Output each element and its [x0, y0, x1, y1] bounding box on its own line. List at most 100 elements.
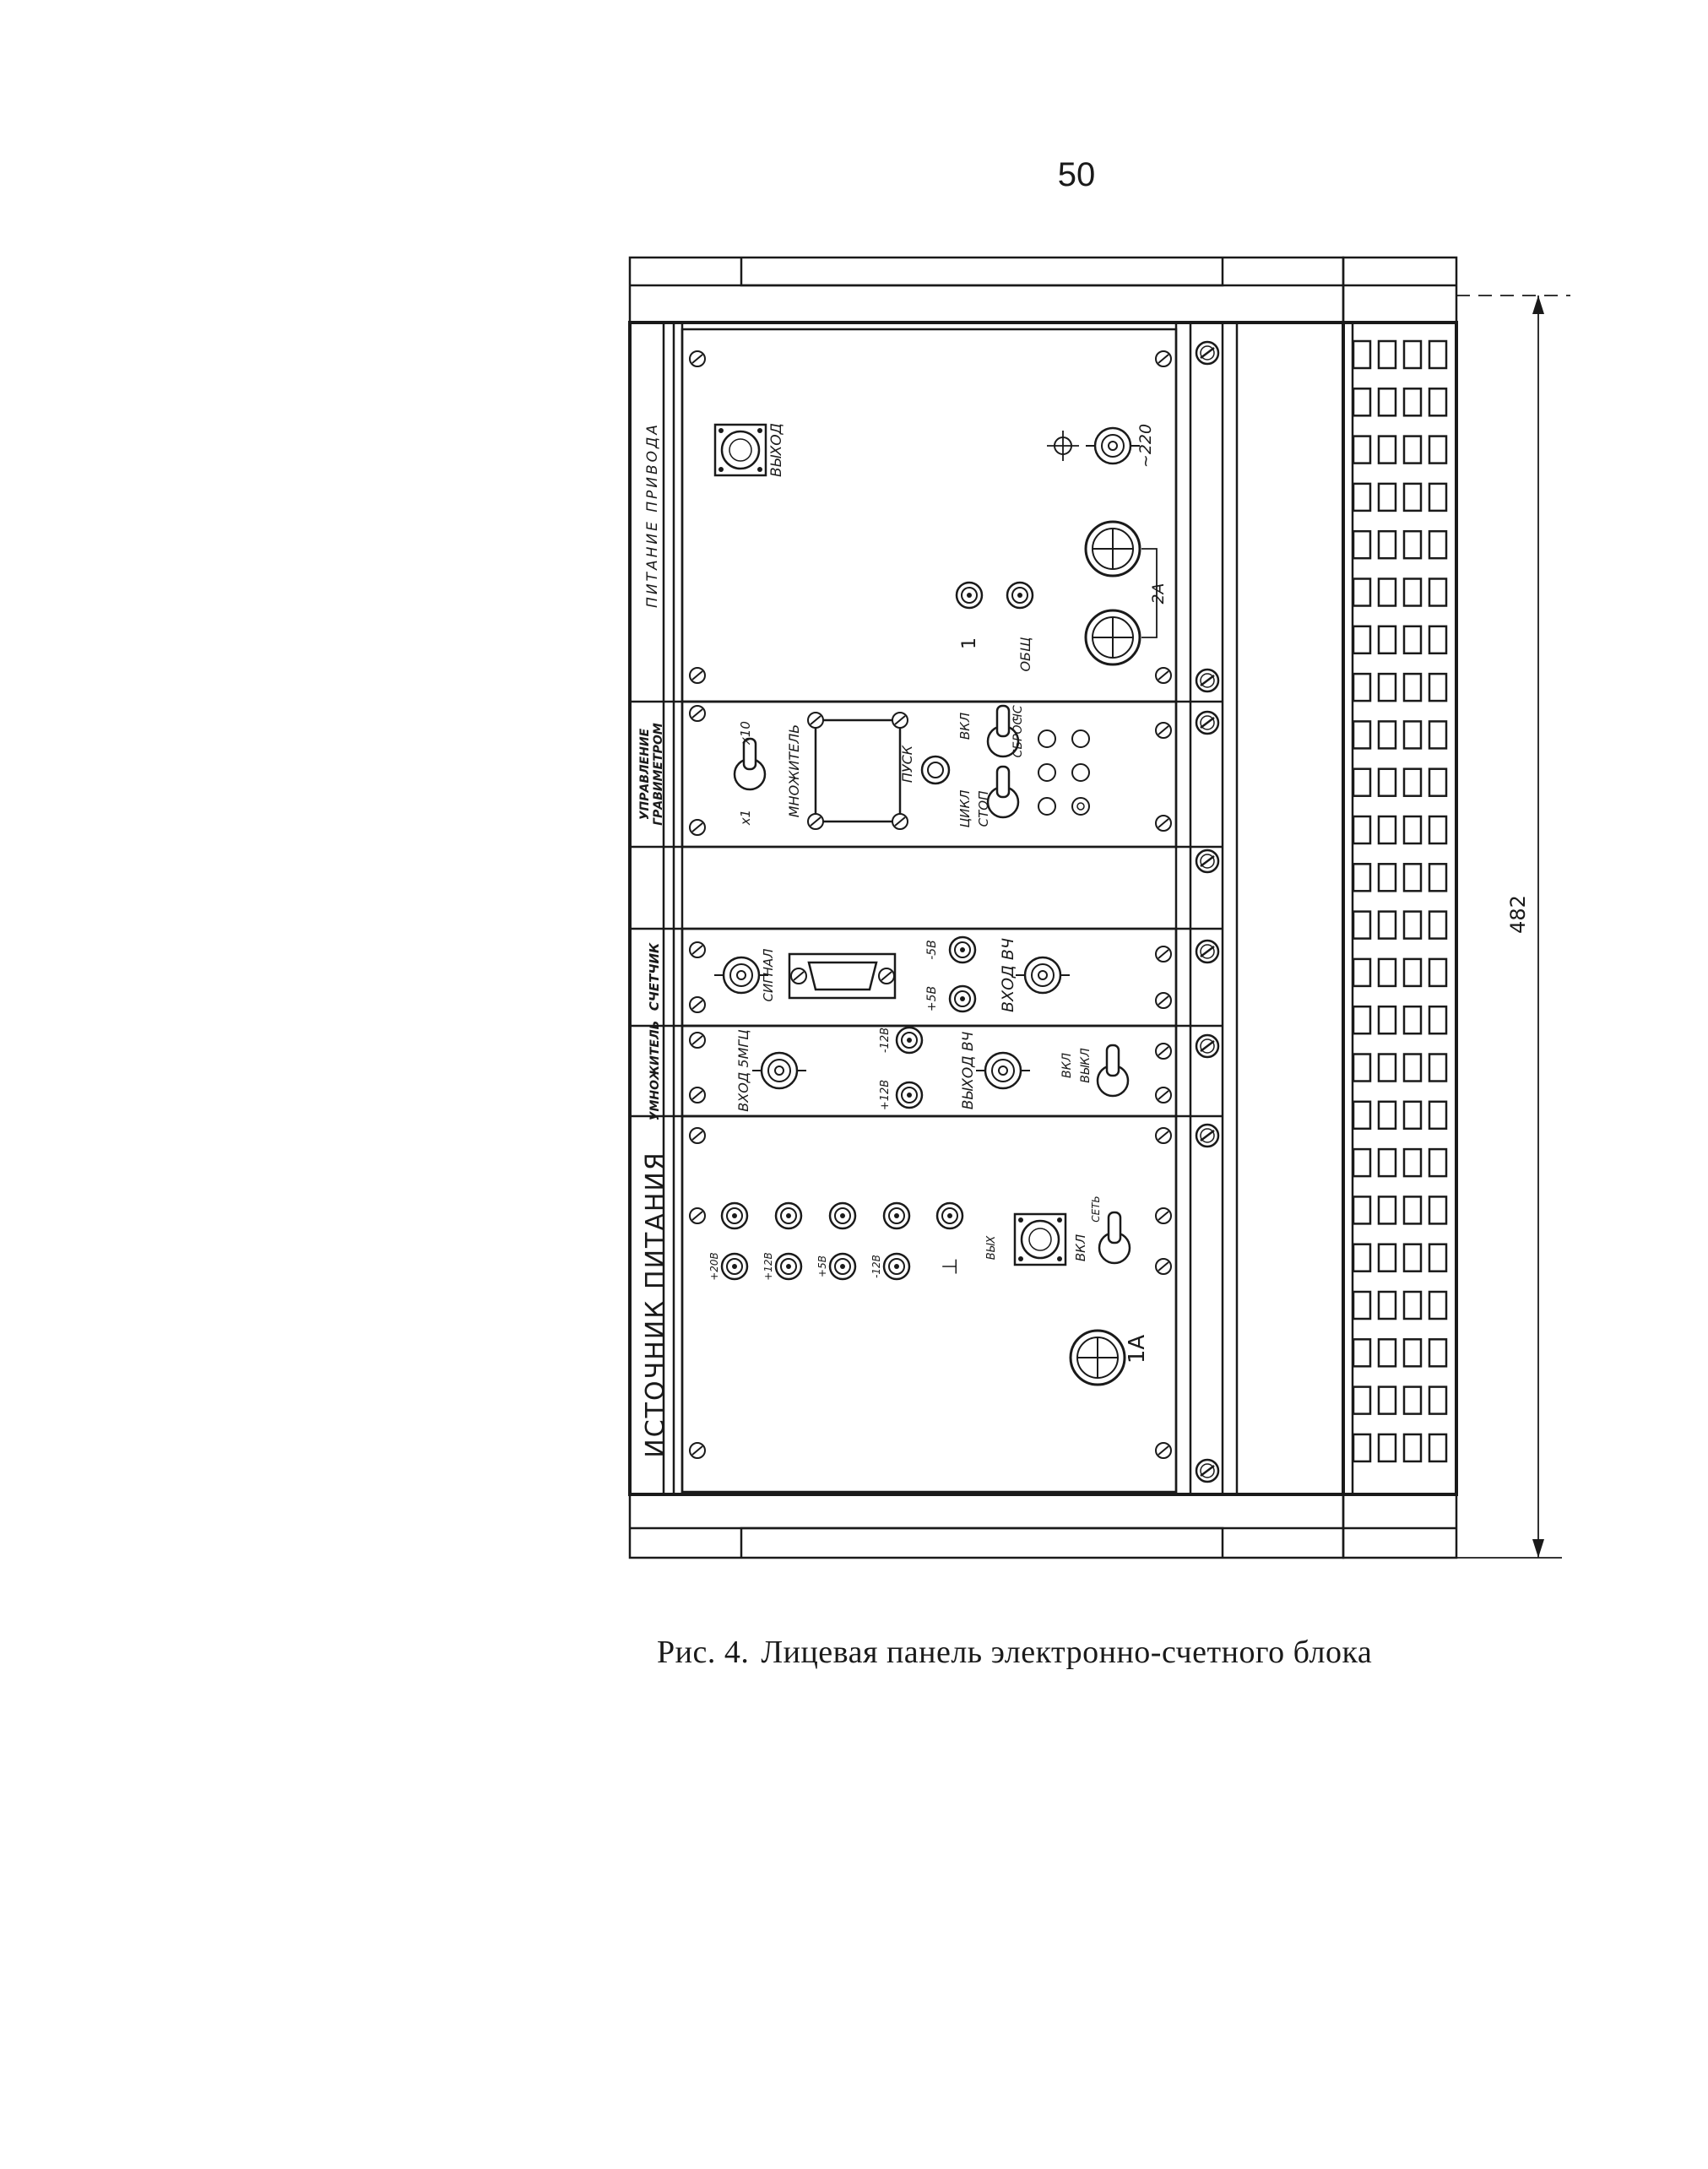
figure-caption-text: Лицевая панель электронно-счетного блока [761, 1635, 1373, 1670]
power-on-label: ВКЛ [1073, 1234, 1088, 1261]
mains-connector[interactable] [1084, 426, 1141, 465]
plus12-jack[interactable] [895, 1081, 924, 1109]
vent-slot [1402, 957, 1423, 988]
vent-slot [1428, 388, 1448, 417]
vent-slot [1402, 672, 1423, 702]
vent-slot [1352, 957, 1372, 988]
plus12-label: +12В [879, 1080, 892, 1110]
vent-slot [1428, 1053, 1448, 1082]
vent-slot [1402, 1196, 1423, 1225]
fuse-holder-2[interactable] [1084, 609, 1141, 666]
vent-slot [1428, 339, 1448, 370]
gravimeter-control-panel: УПРАВЛЕНИЕ ГРАВИМЕТРОМ x1 x10 МНОЖИТЕЛЬ … [638, 704, 1172, 836]
hf-input-connector[interactable] [1014, 956, 1071, 995]
vent-slot [1352, 1196, 1372, 1225]
vent-slot [1352, 1100, 1372, 1131]
minus5-jack[interactable] [948, 935, 977, 964]
vent-slot [1428, 672, 1448, 702]
cycle-stop-toggle-switch[interactable] [986, 765, 1020, 819]
power-output-socket[interactable] [1013, 1212, 1067, 1266]
vent-slot [1377, 1243, 1397, 1272]
cycle-label: ЦИКЛ [957, 790, 973, 828]
hf-output-connector[interactable] [974, 1051, 1032, 1090]
vent-slot [1352, 625, 1372, 655]
vent-slot [1377, 482, 1397, 512]
vent-slot [1377, 672, 1397, 702]
output-socket[interactable] [713, 423, 767, 477]
vent-slot [1352, 1243, 1372, 1272]
5mhz-input-label: ВХОД 5МГЦ [735, 1029, 751, 1111]
5mhz-input-connector[interactable] [751, 1051, 808, 1090]
frequency-label: ЧС [1011, 705, 1025, 722]
range-toggle-switch[interactable] [733, 737, 767, 791]
terminal-1-connector[interactable] [955, 581, 984, 610]
terminal-common-connector[interactable] [1006, 581, 1034, 610]
fuse-1a-label: 1А [1125, 1335, 1150, 1364]
multiplier-power-toggle[interactable] [1096, 1044, 1130, 1098]
signal-label: СИГНАЛ [761, 949, 776, 1002]
vent-slot [1428, 957, 1448, 988]
vent-slot [1402, 767, 1423, 797]
counter-panel: СЧЕТЧИК СИГНАЛ -5В +5В ВХОД ВЧ [647, 935, 1172, 1013]
vent-slot [1402, 1005, 1423, 1035]
drive-power-title: ПИТАНИЕ ПРИВОДА [644, 422, 661, 608]
power-output-label: ВЫХ [985, 1235, 998, 1261]
vent-slot [1428, 1196, 1448, 1225]
vent-slot [1352, 1005, 1372, 1035]
vent-grille [1352, 339, 1448, 1463]
vent-slot [1428, 1005, 1448, 1035]
height-dimension: 482 [1456, 295, 1570, 1559]
dimension-label: 482 [1506, 895, 1530, 934]
vent-slot [1402, 435, 1423, 464]
vent-slot [1428, 1243, 1448, 1272]
fuse-holder-1a[interactable] [1069, 1329, 1126, 1386]
rail-plus20-label: +20В [708, 1252, 720, 1281]
vent-slot [1377, 767, 1397, 797]
minus12-jack[interactable] [895, 1026, 924, 1055]
figure-caption: Рис. 4.Лицевая панель электронно-счетног… [657, 1634, 1384, 1671]
vent-slot [1352, 388, 1372, 417]
start-label: ПУСК [899, 745, 915, 783]
ground-label: ⊥ [938, 1258, 962, 1276]
plus5-jack[interactable] [948, 984, 977, 1013]
vent-slot [1352, 1053, 1372, 1082]
vent-slot [1402, 1147, 1423, 1178]
multiplier-off-label: ВЫКЛ [1079, 1048, 1093, 1083]
rail-screws [1195, 340, 1220, 1483]
data-connector[interactable] [788, 952, 897, 1000]
power-supply-panel: ИСТОЧНИК ПИТАНИЯ +20В +12В +5В -12В ⊥ ВЫ… [641, 1127, 1172, 1459]
mains-net-label: СЕТЬ [1090, 1196, 1102, 1223]
vent-slot [1377, 863, 1397, 892]
start-button[interactable] [920, 755, 951, 785]
vent-slot [1377, 388, 1397, 417]
vent-slot [1402, 815, 1423, 845]
vent-slot [1377, 339, 1397, 370]
vent-slot [1402, 577, 1423, 607]
vent-slot [1377, 1385, 1397, 1415]
multiplier-title: УМНОЖИТЕЛЬ [648, 1021, 662, 1121]
vent-slot [1352, 863, 1372, 892]
minus12-label: -12В [879, 1028, 892, 1053]
mains-toggle-switch[interactable] [1098, 1211, 1131, 1265]
power-supply-jacks-top[interactable] [720, 1201, 964, 1230]
vent-slot [1428, 1338, 1448, 1368]
vent-slot [1352, 1385, 1372, 1415]
terminal-1-label: 1 [959, 637, 980, 649]
page-number: 50 [1057, 156, 1096, 193]
vent-slot [1352, 577, 1372, 607]
vent-slot [1402, 482, 1423, 512]
hf-output-label: ВЫХОД ВЧ [960, 1031, 977, 1109]
plus5-label: +5В [925, 986, 939, 1011]
rail-minus12-label: -12В [870, 1255, 882, 1278]
vent-slot [1428, 1147, 1448, 1178]
vent-slot [1428, 863, 1448, 892]
fuse-holder-1[interactable] [1084, 520, 1141, 577]
vent-slot [1377, 1196, 1397, 1225]
vent-slot [1352, 815, 1372, 845]
vent-slot [1402, 1385, 1423, 1415]
vent-slot [1377, 435, 1397, 464]
vent-slot [1377, 957, 1397, 988]
vent-slot [1402, 388, 1423, 417]
vent-slot [1377, 815, 1397, 845]
ground-terminal-icon [1047, 431, 1079, 461]
